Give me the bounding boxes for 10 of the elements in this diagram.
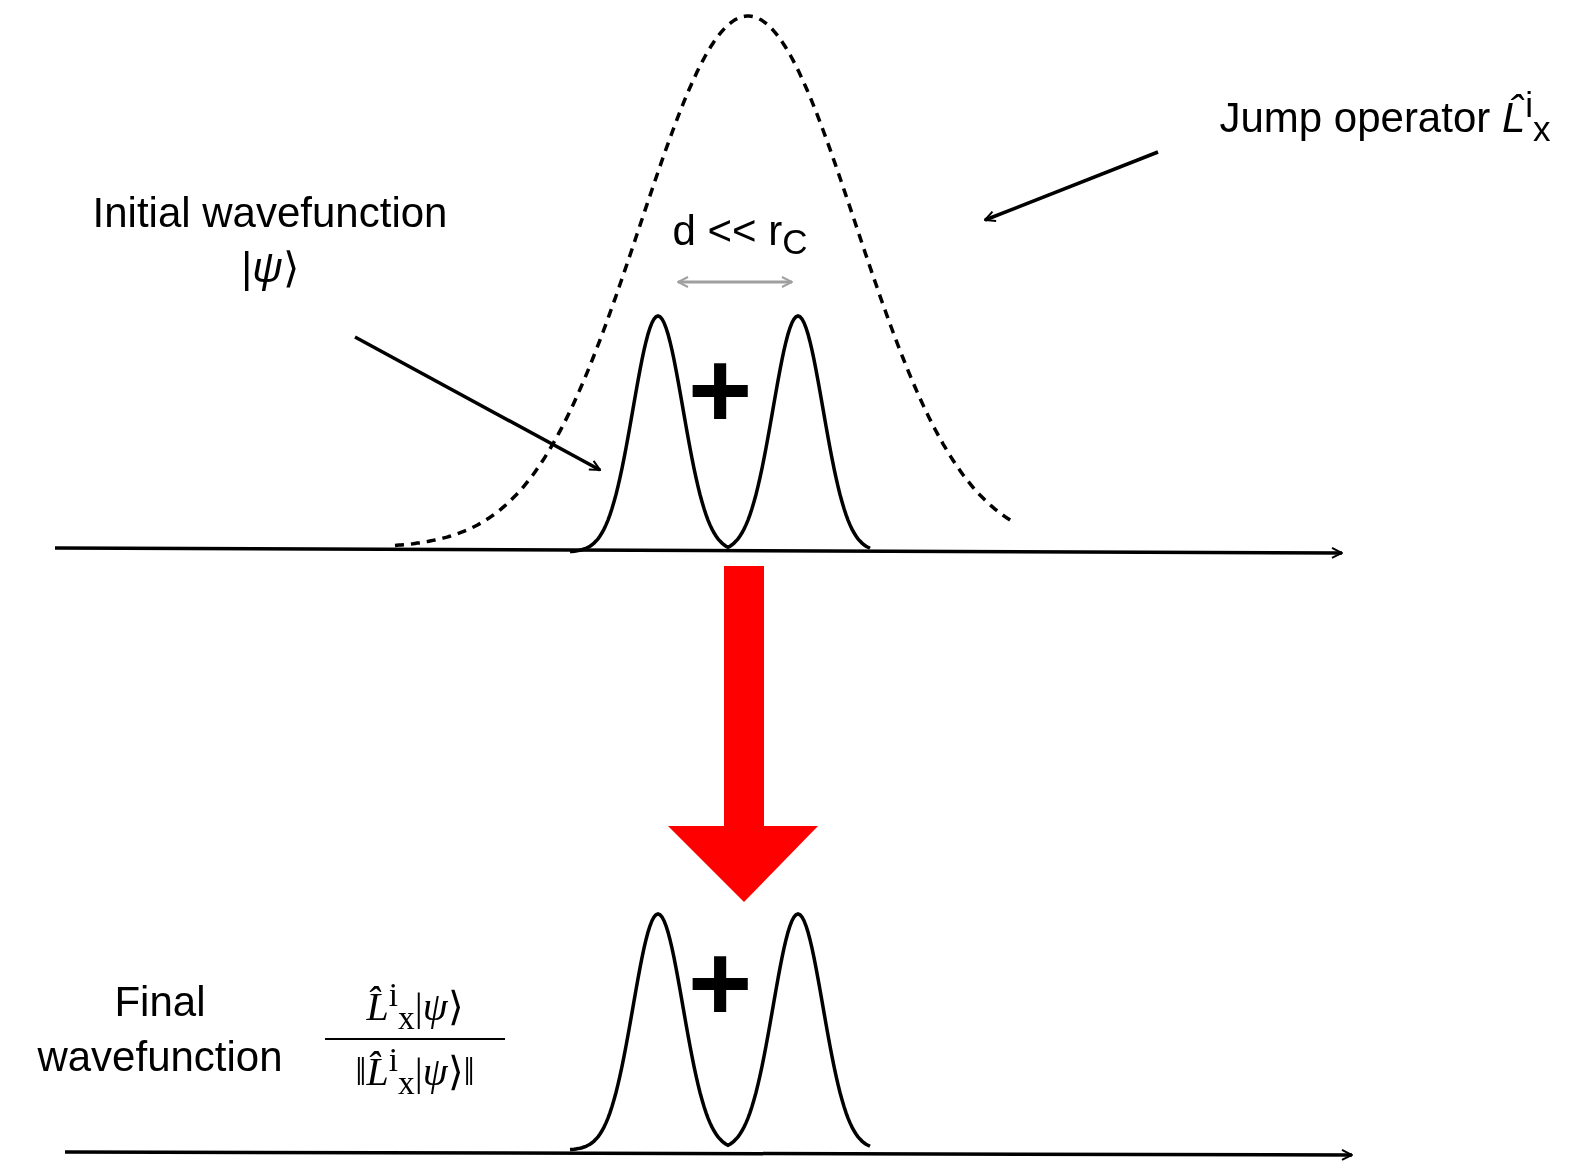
block-arrow — [668, 566, 818, 902]
arrow — [354, 335, 601, 472]
wavefunction-label: Final wavefunction — [36, 977, 284, 1082]
distance-label: d << r$_{C}$ — [671, 210, 809, 260]
wavefunction-label: Initial wavefunction |ψ⟩ — [90, 186, 450, 296]
fraction-denominator: ‖L̂$^{i}$$_{x}$|ψ⟩‖ — [325, 1038, 505, 1104]
plus-sign: + — [686, 928, 754, 1038]
plus-sign: + — [686, 335, 754, 445]
fraction-numerator: L̂$^{i}$$_{x}$|ψ⟩ — [365, 975, 465, 1039]
arrow — [984, 150, 1159, 222]
